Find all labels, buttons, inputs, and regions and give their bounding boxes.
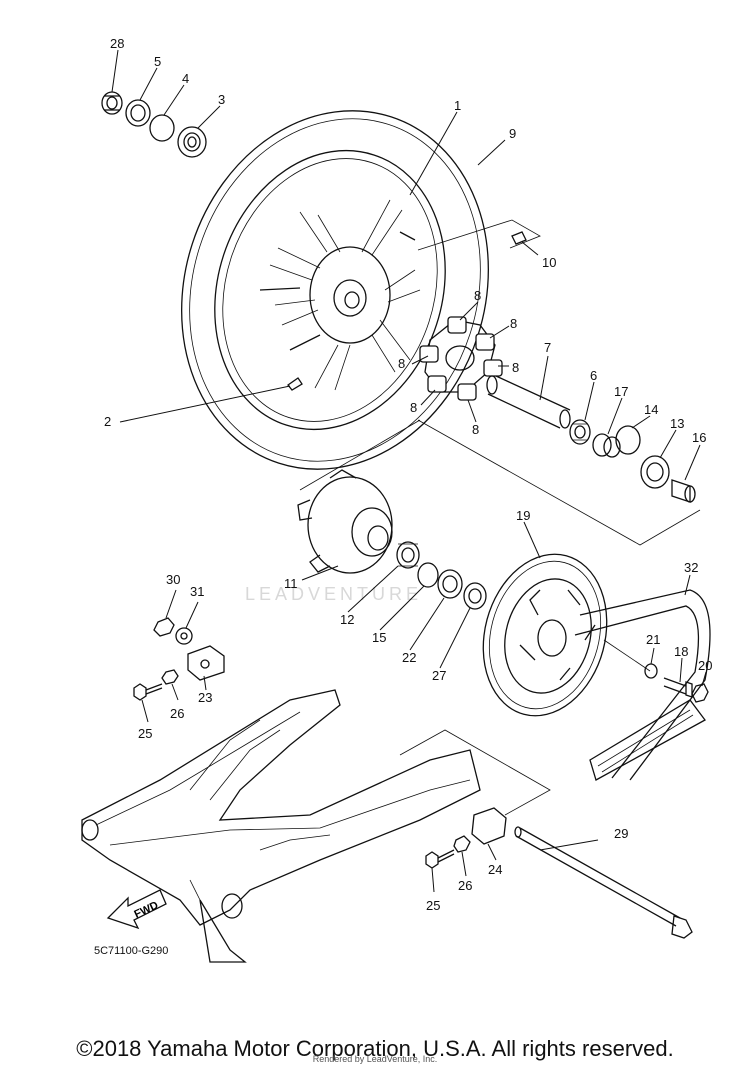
callout-26-right: 26 [458,878,472,893]
bolt-part-25-right[interactable] [425,849,455,869]
callout-2: 2 [104,414,111,429]
callout-18: 18 [674,644,688,659]
callout-12: 12 [340,612,354,627]
bolt-part-18[interactable] [663,677,693,698]
bearing-part-12[interactable] [396,541,420,569]
callout-6: 6 [590,368,597,383]
washer-part-31[interactable] [175,627,193,645]
nut-part-20[interactable] [691,683,709,703]
collar-part-27[interactable] [463,582,487,610]
callout-labels: 28 5 4 3 1 9 10 2 8 8 8 8 8 8 7 6 17 14 … [104,36,712,913]
rear-wheel-hub[interactable] [259,199,421,391]
callout-21: 21 [646,632,660,647]
callout-8-right: 8 [512,360,519,375]
callout-14: 14 [644,402,658,417]
callout-30: 30 [166,572,180,587]
callout-20: 20 [698,658,712,673]
callout-32: 32 [684,560,698,575]
tire-valve[interactable] [287,377,303,391]
nut-part-26-right[interactable] [453,835,471,853]
rendered-by-notice: Rendered by LeadVenture, Inc. [312,1054,438,1064]
bolt-part-25-left[interactable] [133,683,163,701]
callout-9: 9 [509,126,516,141]
drive-belt-part-32[interactable] [574,589,711,781]
callout-24: 24 [488,862,502,877]
washer-part-21[interactable] [644,663,658,679]
callout-28: 28 [110,36,124,51]
bearing-part-13[interactable] [640,455,670,489]
bearing-part-6[interactable] [569,419,591,445]
callout-8-upper-right: 8 [510,316,517,331]
damper-assembly-part-8[interactable] [419,316,503,401]
callout-5: 5 [154,54,161,69]
callout-25-left: 25 [138,726,152,741]
callout-8-lower-left: 8 [410,400,417,415]
callout-15: 15 [372,630,386,645]
circlip-part-15[interactable] [417,562,439,588]
callout-11: 11 [284,576,298,591]
callout-8-left: 8 [398,356,405,371]
watermark-text: LEADVENTURE [245,584,422,604]
sprocket-part-19[interactable] [466,540,624,729]
callout-13: 13 [670,416,684,431]
callout-1: 1 [454,98,461,113]
collar-part-16[interactable] [671,479,696,503]
callout-8-bottom: 8 [472,422,479,437]
callout-23: 23 [198,690,212,705]
callout-29: 29 [614,826,628,841]
bearing-part-3[interactable] [177,126,207,158]
collar-part-17[interactable] [592,433,621,458]
callout-8-top: 8 [474,288,481,303]
collar-part-7[interactable] [486,375,571,429]
callout-4: 4 [182,71,189,86]
callout-16: 16 [692,430,706,445]
nut-part-26-left[interactable] [161,669,179,685]
leader-lines [111,49,707,893]
callout-27: 27 [432,668,446,683]
callout-7: 7 [544,340,551,355]
hub-part-11[interactable] [297,469,393,574]
oil-seal-part-5[interactable] [125,99,151,127]
callout-10: 10 [542,255,556,270]
circlip-part-4[interactable] [149,114,175,142]
callout-19: 19 [516,508,530,523]
callout-25-right: 25 [426,898,440,913]
rear-swingarm[interactable] [81,689,481,963]
circlip-part-14[interactable] [615,425,641,455]
callout-3: 3 [218,92,225,107]
bracket-part-10[interactable] [511,231,527,245]
nut-part-30[interactable] [153,617,175,637]
diagram-reference-code: 5C71100-G290 [94,945,168,957]
oil-seal-part-22[interactable] [437,569,463,599]
callout-17: 17 [614,384,628,399]
callout-22: 22 [402,650,416,665]
adjuster-plate-part-23[interactable] [187,645,225,681]
forward-direction-arrow: FWD [106,889,167,930]
spacer-part-28[interactable] [101,91,123,115]
callout-26-left: 26 [170,706,184,721]
pivot-shaft-part-29[interactable] [514,826,693,939]
adjuster-plate-part-24[interactable] [471,807,507,845]
callout-31: 31 [190,584,204,599]
copyright-notice: ©2018 Yamaha Motor Corporation, U.S.A. A… [76,1036,674,1061]
